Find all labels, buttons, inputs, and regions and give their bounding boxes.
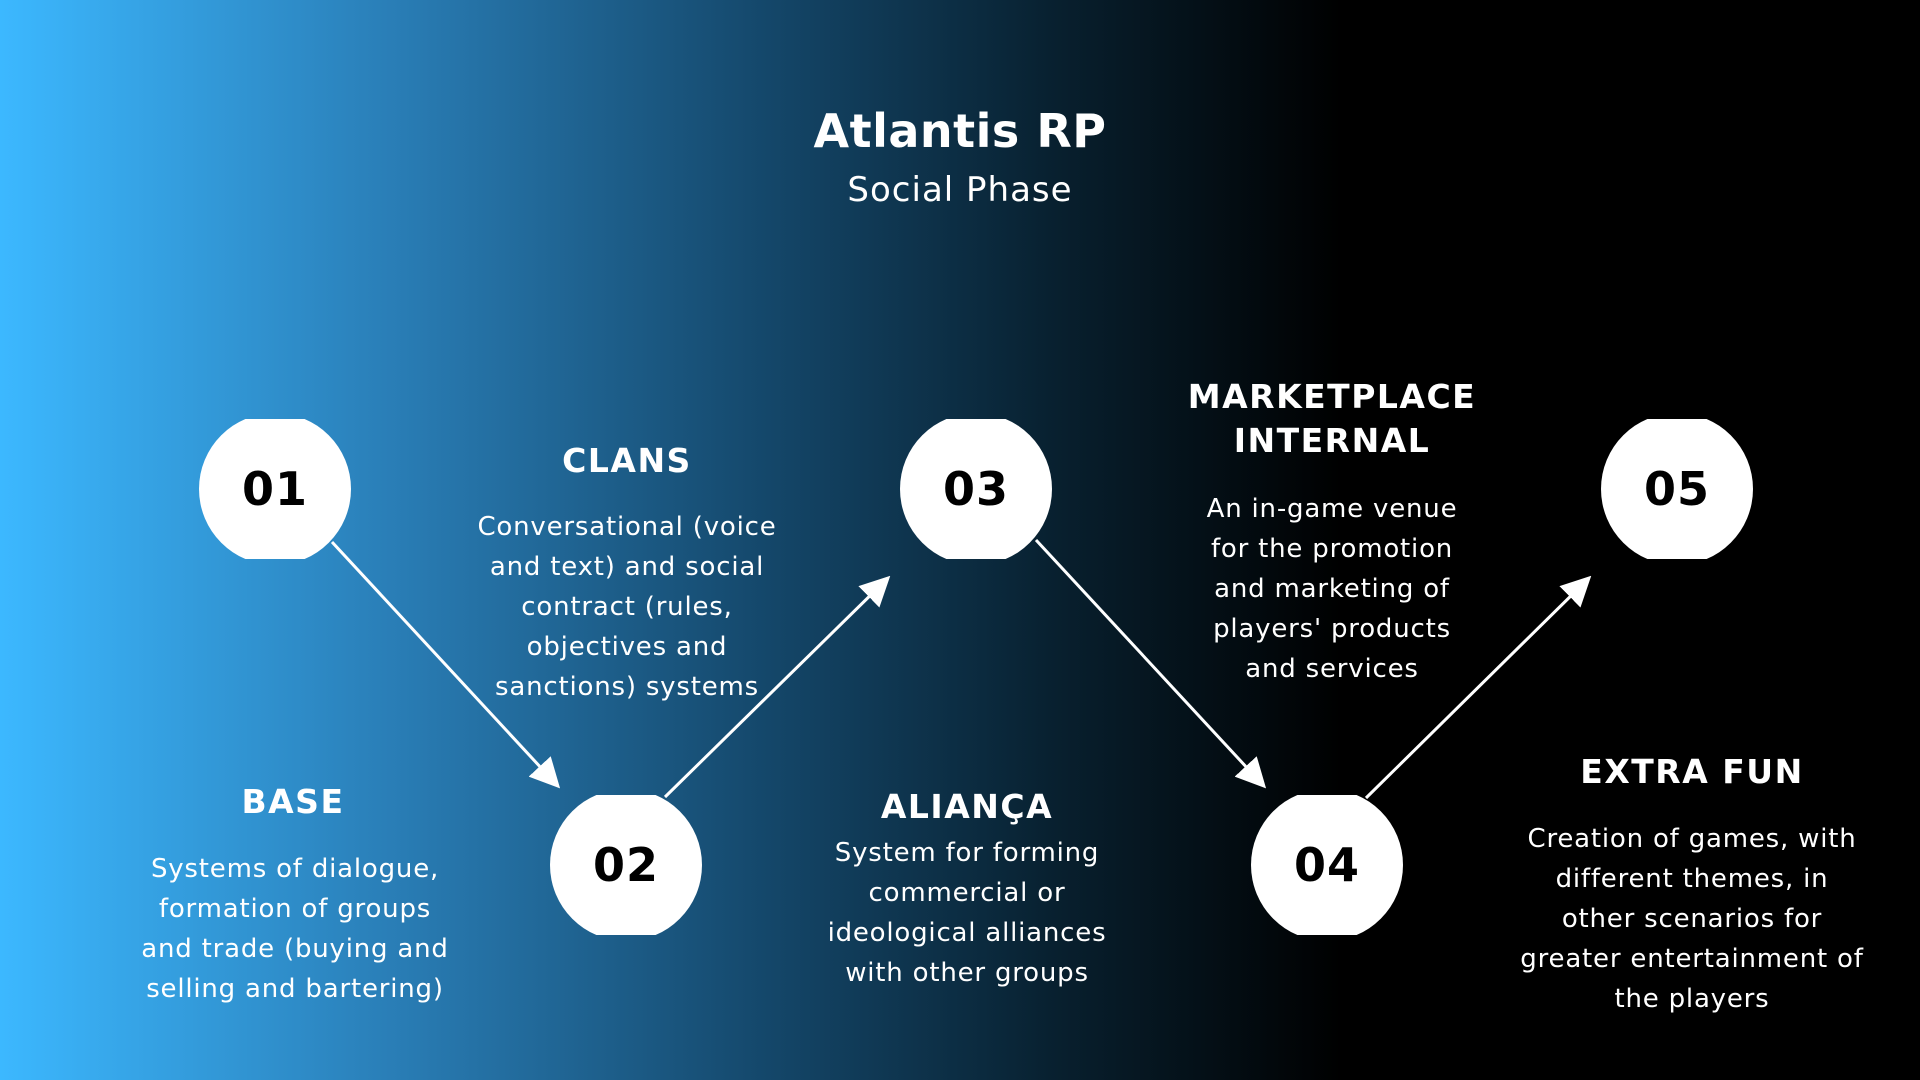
step-05-heading: EXTRA FUN <box>1580 752 1804 791</box>
step-02-description: Conversational (voice and text) and soci… <box>477 512 777 702</box>
step-01-number: 01 <box>241 462 308 516</box>
step-03-description: System for forming commercial or ideolog… <box>827 838 1107 988</box>
step-02-heading: CLANS <box>562 441 692 480</box>
arrow-01-to-02 <box>330 540 561 789</box>
step-01-heading: BASE <box>241 782 345 821</box>
diagram-title: Atlantis RP <box>813 104 1107 158</box>
step-05-number: 05 <box>1643 462 1710 516</box>
step-01-description: Systems of dialogue, formation of groups… <box>141 854 449 1004</box>
step-01-circle: 01 <box>199 419 351 559</box>
arrow-04-to-05 <box>1364 575 1592 800</box>
step-04-description: An in-game venue for the promotion and m… <box>1206 494 1458 684</box>
step-02-number: 02 <box>592 838 659 892</box>
step-03-number: 03 <box>942 462 1009 516</box>
step-04-circle: 04 <box>1251 795 1403 935</box>
step-03-circle: 03 <box>900 419 1052 559</box>
step-05-description: Creation of games, with different themes… <box>1520 824 1864 1014</box>
step-04-number: 04 <box>1293 838 1360 892</box>
step-04-heading: MARKETPLACE INTERNAL <box>1187 377 1477 460</box>
diagram-subtitle: Social Phase <box>847 170 1073 210</box>
arrow-03-to-04 <box>1034 538 1267 789</box>
step-02-circle: 02 <box>550 795 702 935</box>
arrow-02-to-03 <box>663 575 891 799</box>
step-05-circle: 05 <box>1601 419 1753 559</box>
step-03-heading: ALIANÇA <box>880 787 1054 826</box>
